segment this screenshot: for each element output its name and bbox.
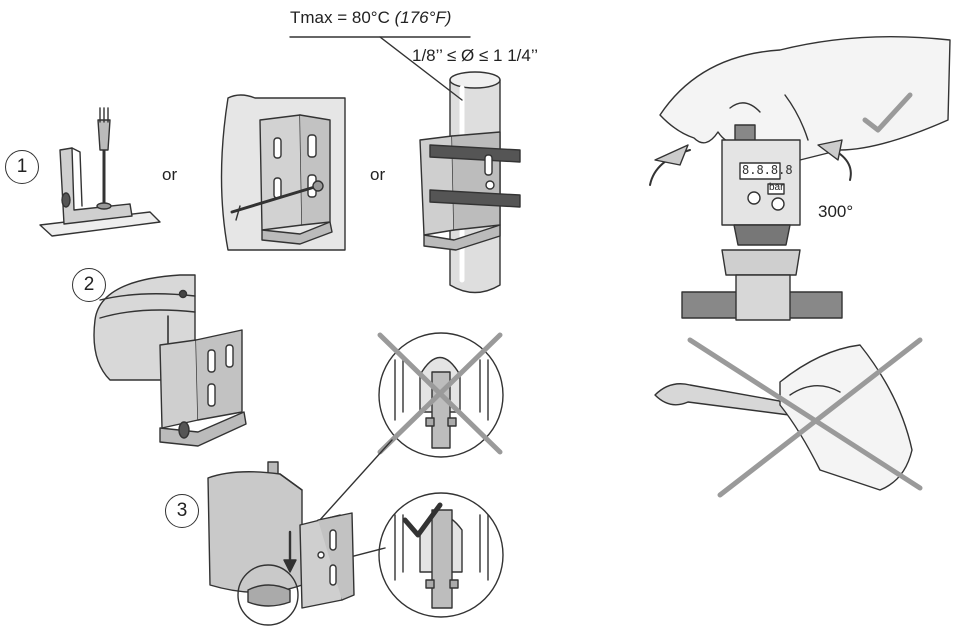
display-unit: bar (769, 182, 784, 193)
max-temperature-label: Tmax = 80°C (176°F) (290, 8, 451, 28)
tmax-fahrenheit: (176°F) (394, 8, 452, 27)
no-wrench-illustration (654, 337, 923, 498)
bracket-wall-mount (220, 94, 346, 251)
rotation-angle-label: 300° (818, 202, 854, 221)
wrong-fit-detail (377, 332, 504, 458)
step-2-badge: 2 (72, 268, 106, 302)
sensor-base-with-bracket (93, 274, 247, 447)
or-label-1: or (162, 165, 178, 184)
sensor-with-bracket (207, 461, 355, 626)
correct-fit-detail (378, 492, 504, 618)
display-digits: 8.8.8.8 (742, 163, 793, 177)
step-1-badge: 1 (5, 150, 39, 184)
bracket-floor-mount (39, 107, 161, 237)
or-label-2: or (370, 165, 386, 184)
checkmark-icon (402, 502, 443, 538)
pipe-diameter-label: 1/8’’ ≤ Ø ≤ 1 1/4’’ (412, 46, 539, 65)
tmax-celsius: Tmax = 80°C (290, 8, 390, 27)
step-3-badge: 3 (165, 494, 199, 528)
bracket-pipe-mount (419, 71, 521, 294)
checkmark-icon (862, 92, 913, 133)
sensor-rotation-illustration (649, 35, 951, 321)
tmax-leader (379, 36, 463, 101)
